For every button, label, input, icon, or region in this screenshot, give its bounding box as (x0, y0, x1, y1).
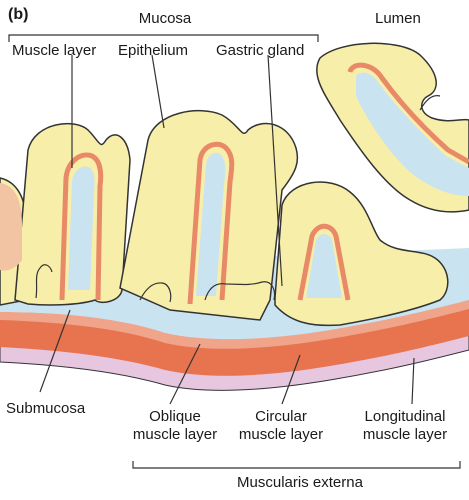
gland-pit-1 (35, 264, 53, 299)
oblique-leader (169, 343, 201, 405)
core-3 (306, 234, 342, 298)
lumen-label: Lumen (375, 10, 421, 27)
submucosa-label: Submucosa (6, 400, 86, 417)
mucosa-bracket (8, 34, 319, 42)
oblique-muscle-label-line1: Oblique (149, 408, 201, 425)
gland-pit-2 (139, 282, 172, 303)
gastric-gland-pits (35, 95, 441, 303)
mm-fold-1 (59, 152, 104, 301)
muscularis-mucosae (59, 62, 469, 305)
circular-muscle-label-line2: muscle layer (238, 426, 324, 443)
core-2 (196, 152, 226, 296)
submucosa-leader (39, 309, 71, 393)
gastric-gland-label: Gastric gland (216, 42, 305, 59)
panel-letter: (b) (8, 6, 29, 23)
mm-fold-4 (347, 62, 469, 165)
epithelium-leader (151, 54, 165, 129)
gastric-gland-leader (267, 54, 283, 287)
core-1 (68, 166, 95, 290)
gastric-gland-pit (204, 281, 276, 301)
oblique-muscle-label-line2: muscle layer (132, 426, 218, 443)
longitudinal-muscle-label-line2: muscle layer (362, 426, 448, 443)
epithelium-label: Epithelium (118, 42, 189, 59)
gland-pit-4 (419, 95, 441, 111)
leader-lines (39, 54, 415, 405)
circular-muscle-label-line1: Circular (255, 408, 307, 425)
core-4 (356, 72, 469, 196)
longitudinal-muscle-label-line1: Longitudinal (364, 408, 446, 425)
circular-muscle-layer (0, 305, 469, 376)
mucosa-label: Mucosa (138, 10, 192, 27)
muscle-layer-label: Muscle layer (12, 42, 97, 59)
mm-fold-3 (297, 223, 351, 301)
brackets (8, 34, 461, 469)
submucosa-cores (68, 72, 469, 298)
muscularis-externa-label: Muscularis externa (237, 474, 363, 491)
fold-left-pink (0, 183, 22, 271)
circular-leader (281, 354, 301, 405)
mm-fold-2 (187, 141, 235, 305)
longitudinal-leader (411, 357, 415, 405)
muscularis-externa-bracket (132, 461, 461, 469)
